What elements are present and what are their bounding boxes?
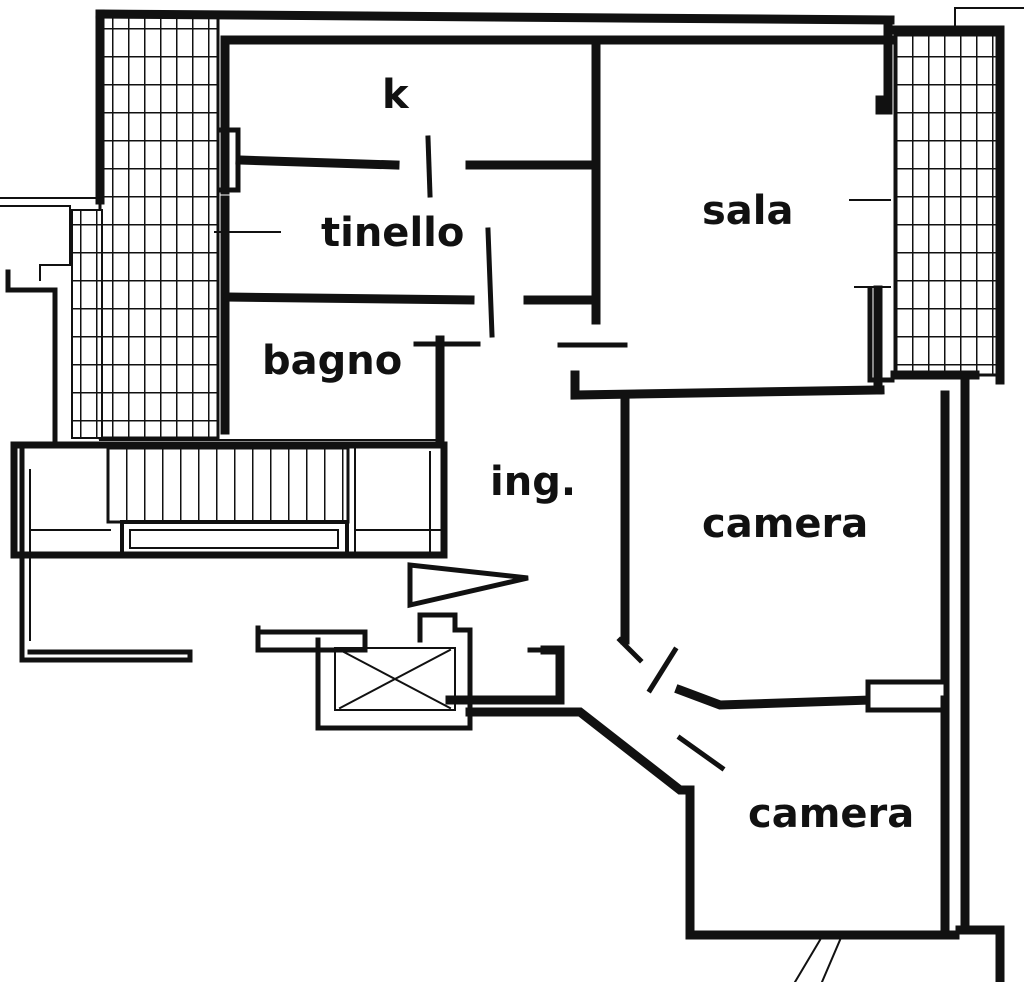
room-label-sala: sala: [702, 188, 794, 234]
room-label-camera-1: camera: [702, 501, 869, 547]
right-balcony: [893, 7, 1024, 377]
left-balcony: [0, 9, 220, 443]
room-label-k: k: [382, 72, 409, 118]
entrance-marker: [407, 562, 529, 609]
stairwell: [10, 419, 448, 663]
outer-walls: [95, 9, 1005, 982]
room-label-camera-2: camera: [748, 791, 915, 837]
room-label-ing: ing.: [490, 459, 577, 505]
room-label-bagno: bagno: [262, 338, 403, 384]
interior-walls: [214, 40, 950, 935]
elevator-shaft: [255, 612, 473, 731]
room-label-tinello: tinello: [321, 210, 465, 256]
